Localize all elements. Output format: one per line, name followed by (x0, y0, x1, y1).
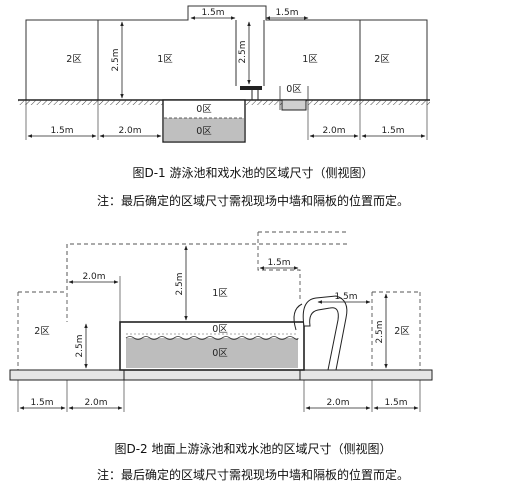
figure1-dim-bottom-1-label: 1.5m (50, 126, 73, 136)
figure1-zone-1-right: 1区 (302, 54, 318, 65)
figure1-side-view: 1.5m 1.5m 2.5m 2.5m 2区 1区 1区 2区 0区 0区 0区… (18, 5, 430, 143)
figure2-water-wave (125, 336, 299, 340)
figure1-ground-hatch-left (18, 100, 163, 105)
figure1-dim-height-mid-label: 2.5m (238, 40, 248, 63)
figure1-dim-height-left-label: 2.5m (111, 48, 121, 71)
figure2-dim-height-upper-label: 2.5m (175, 272, 185, 295)
figure2-ground-slab (9, 369, 433, 381)
figure2-side-view: 2.0m 2.5m 1.5m 1.5m 2.5m 2.5m 2区 1区 2区 0… (9, 231, 433, 412)
figure1-dim-top-left-label: 1.5m (201, 8, 224, 18)
figure2-zone-1: 1区 (212, 288, 228, 299)
figure1-dim-top-right-label: 1.5m (275, 8, 298, 18)
figure2-zone-0-bottom: 0区 (212, 348, 228, 359)
figure1-zone-0-pool-bottom: 0区 (196, 126, 212, 137)
figure2-zone-2-right: 2区 (394, 326, 410, 337)
figure1-dim-bottom-4-label: 1.5m (381, 126, 404, 136)
figure1-zone-1-left: 1区 (157, 54, 173, 65)
figure1-dim-bottom-3-label: 2.0m (322, 126, 345, 136)
figure1-pool-water (164, 118, 244, 141)
figure1-equipment-base (240, 86, 262, 90)
figure2-dim-height-right-label: 2.5m (375, 320, 385, 343)
figure2-dim-bottom-1-label: 1.5m (30, 398, 53, 408)
figure1-zone-2-right: 2区 (374, 54, 390, 65)
figure2-slide-curve (293, 303, 303, 331)
figure1-zone-outline (25, 5, 428, 100)
figure1-zone-0-small: 0区 (286, 84, 302, 95)
figure2-dim-bottom-2-label: 2.0m (84, 398, 107, 408)
figure2-caption: 图D-2 地面上游泳池和戏水池的区域尺寸（侧视图） (114, 442, 392, 456)
figure2-water-slide (302, 295, 348, 371)
figure2-dim-top-left-label: 2.0m (82, 272, 105, 282)
figure2-dim-top-right-label: 1.5m (267, 258, 290, 268)
figure2-pool-water (126, 338, 298, 368)
figure1-wading-pool (281, 99, 307, 111)
figure1-zone-2-left: 2区 (66, 54, 82, 65)
figure2-note: 注：最后确定的区域尺寸需视现场中墙和隔板的位置而定。 (96, 468, 409, 482)
figure2-dim-bottom-3-label: 2.0m (326, 398, 349, 408)
figure2-zone-2-left: 2区 (34, 326, 50, 337)
figure2-dim-bottom-4-label: 1.5m (384, 398, 407, 408)
figure2-dim-right-mid-label: 1.5m (334, 292, 357, 302)
figure1-note: 注：最后确定的区域尺寸需视现场中墙和隔板的位置而定。 (96, 194, 409, 208)
figure1-zone-0-pool-top: 0区 (196, 104, 212, 115)
figure1-caption: 图D-1 游泳池和戏水池的区域尺寸（侧视图） (132, 166, 374, 180)
figure2-zone-0-top: 0区 (212, 324, 228, 335)
figure1-dim-bottom-2-label: 2.0m (118, 126, 141, 136)
figure2-dim-height-left-label: 2.5m (75, 334, 85, 357)
figure2-zone1-outline (66, 231, 348, 302)
figure1-ground-hatch-right (245, 100, 430, 105)
